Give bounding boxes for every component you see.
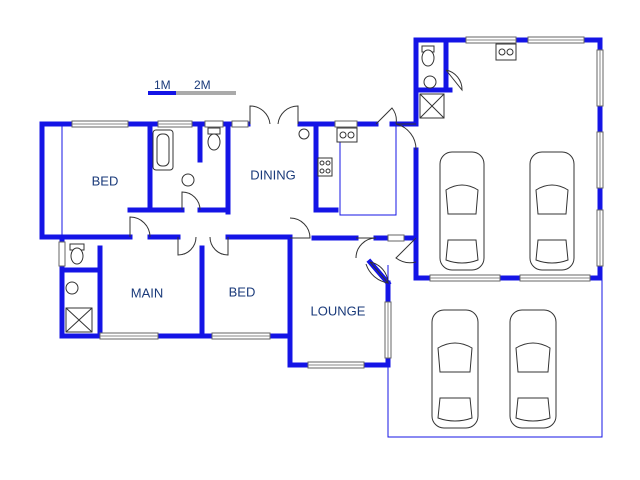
windows (58, 36, 604, 369)
window-icon (429, 274, 501, 282)
sink-icon (495, 43, 517, 61)
cars (431, 151, 575, 429)
stove-icon (317, 157, 333, 177)
door-swing-icon (249, 105, 299, 125)
window-icon (307, 361, 365, 369)
door-swing-icon (395, 123, 417, 151)
car-icon (431, 309, 479, 429)
window-icon (465, 36, 517, 44)
door-swing-icon (129, 216, 151, 238)
door-swing-icon (289, 217, 311, 239)
scale-label-1m: 1M (154, 78, 171, 92)
window-icon (384, 301, 392, 359)
car-icon (439, 151, 485, 271)
window-icon (157, 120, 193, 128)
window-icon (204, 120, 224, 128)
door-swing-icon (445, 69, 463, 92)
toilet-icon (421, 45, 435, 67)
car-icon (529, 151, 575, 271)
toilet-icon (207, 127, 221, 151)
window-icon (596, 131, 604, 189)
window-icon (58, 241, 66, 267)
door-swing-icon (395, 237, 417, 264)
room-label-lounge: LOUNGE (311, 303, 366, 318)
room-label-bed-2: BED (229, 284, 256, 299)
interior-walls (39, 121, 419, 339)
scale-bar: 1M 2M (148, 78, 236, 95)
fixtures (65, 43, 517, 333)
door-swing-icon (375, 107, 397, 125)
scale-label-2m: 2M (194, 78, 211, 92)
door-swing-icon (181, 191, 201, 211)
room-label-bed-1: BED (92, 173, 119, 188)
room-label-main: MAIN (131, 285, 164, 300)
doors (129, 69, 463, 285)
basin-icon (65, 281, 79, 295)
basin-icon (423, 75, 437, 89)
basin-icon (181, 173, 195, 187)
room-label-dining: DINING (250, 167, 296, 182)
window-icon (387, 234, 405, 242)
shower-icon (419, 93, 445, 119)
sink-icon (336, 127, 358, 143)
window-icon (519, 274, 591, 282)
window-icon (596, 49, 604, 107)
basin-icon (298, 128, 310, 140)
door-swing-icon (355, 237, 377, 259)
window-icon (71, 120, 129, 128)
toilet-icon (69, 243, 85, 265)
window-icon (527, 36, 585, 44)
window-icon (99, 332, 159, 340)
window-icon (211, 332, 271, 340)
window-icon (596, 209, 604, 267)
car-icon (509, 309, 557, 429)
shower-icon (65, 307, 93, 333)
door-swing-icon (177, 236, 229, 256)
window-icon (334, 120, 358, 128)
door-swing-icon (365, 261, 389, 285)
room-labels: BED DINING MAIN BED LOUNGE (92, 167, 366, 318)
bath-icon (152, 129, 174, 171)
window-icon (231, 120, 249, 128)
